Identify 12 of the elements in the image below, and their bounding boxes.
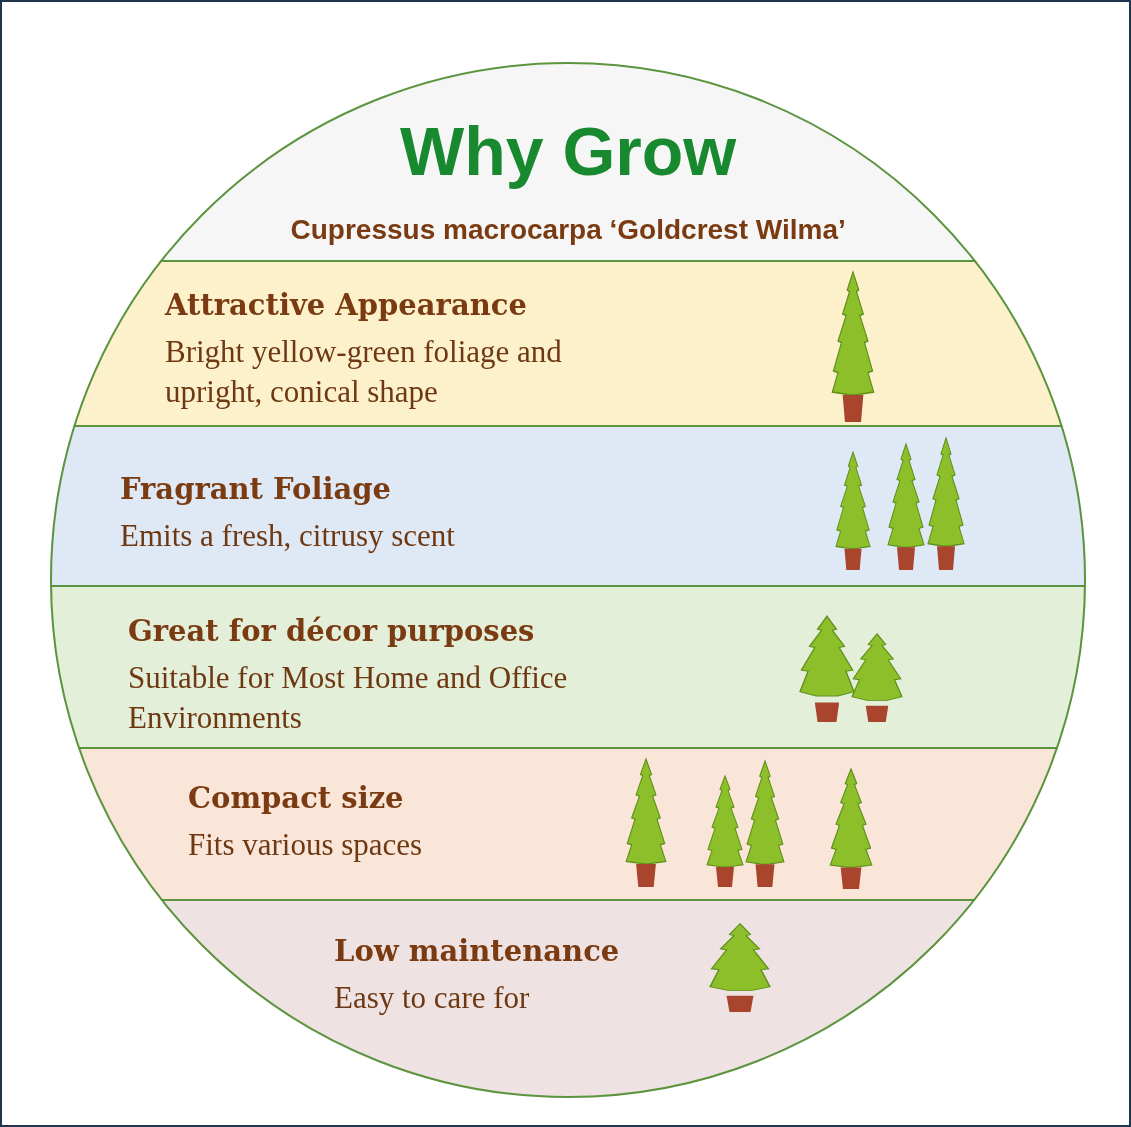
subtitle: Cupressus macrocarpa ‘Goldcrest Wilma’ [290, 214, 846, 246]
title: Why Grow [400, 112, 737, 190]
feature-heading: Great for décor purposes [128, 614, 535, 648]
feature-description: Emits a fresh, citrusy scent [120, 517, 455, 555]
feature-description: Easy to care for [334, 979, 530, 1017]
feature-heading: Attractive Appearance [165, 288, 527, 322]
feature-description: Fits various spaces [188, 826, 423, 864]
feature-description: Suitable for Most Home and Office Environments [128, 659, 569, 737]
feature-heading: Fragrant Foliage [120, 472, 391, 506]
feature-heading: Low maintenance [334, 934, 620, 968]
feature-heading: Compact size [188, 781, 404, 815]
feature-description: Bright yellow-green foliage and upright, conical shape [165, 333, 563, 411]
